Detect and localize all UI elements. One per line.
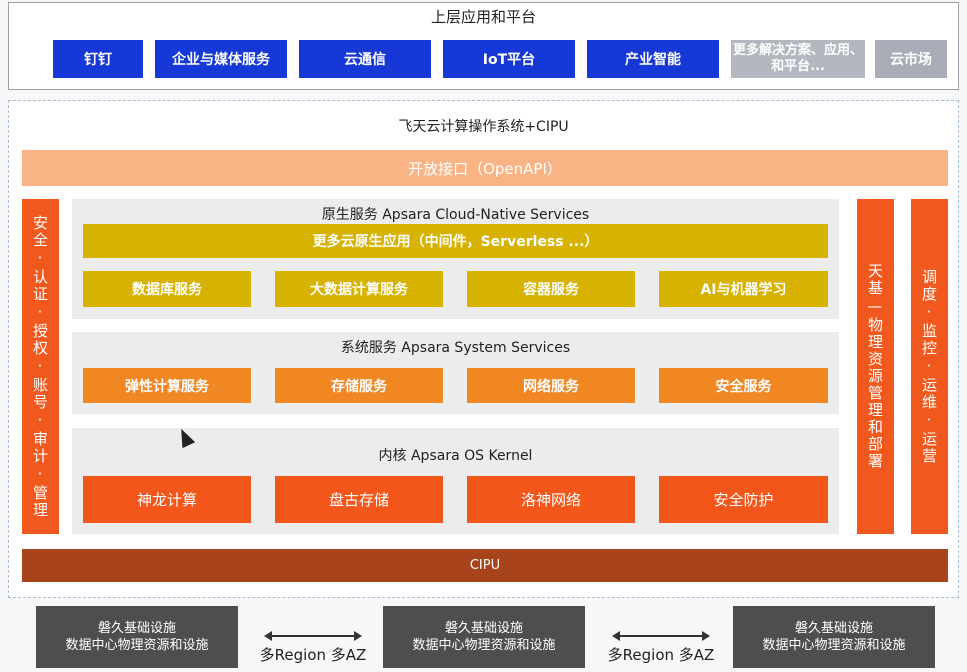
double-arrow-right-icon [702,631,710,641]
top-item-iot[interactable]: IoT平台 [443,40,575,78]
top-item-more[interactable]: 更多解决方案、应用、和平台... [731,40,865,78]
double-arrow-line [618,635,704,637]
tianji-vertical-bar[interactable]: 天基—物理资源管理和部署 [857,199,894,534]
top-item-marketplace[interactable]: 云市场 [875,40,947,78]
native-services-title: 原生服务 Apsara Cloud-Native Services [321,207,590,223]
kernel-item-luoshen[interactable]: 洛神网络 [467,476,635,523]
native-item-bigdata[interactable]: 大数据计算服务 [275,271,443,307]
os-title: 飞天云计算操作系统+CIPU [398,119,569,135]
infra-box-1: 磐久基础设施 数据中心物理资源和设施 [36,606,238,668]
region-az-label: 多Region 多AZ [259,646,367,664]
infra-line-1: 磐久基础设施 [444,621,523,636]
top-item-enterprise-media[interactable]: 企业与媒体服务 [155,40,287,78]
top-item-dingtalk[interactable]: 钉钉 [53,40,143,78]
more-cloud-native-bar[interactable]: 更多云原生应用（中间件，Serverless ...） [83,224,828,258]
double-arrow-left-icon [264,631,272,641]
system-item-storage[interactable]: 存储服务 [275,368,443,403]
kernel-item-shenlong[interactable]: 神龙计算 [83,476,251,523]
system-item-ecs[interactable]: 弹性计算服务 [83,368,251,403]
double-arrow-line [270,635,356,637]
top-item-cloud-comm[interactable]: 云通信 [299,40,431,78]
native-item-database[interactable]: 数据库服务 [83,271,251,307]
native-item-ai[interactable]: AI与机器学习 [659,271,828,307]
infra-line-1: 磐久基础设施 [794,621,873,636]
infra-box-2: 磐久基础设施 数据中心物理资源和设施 [383,606,585,668]
system-item-security[interactable]: 安全服务 [659,368,828,403]
system-item-network[interactable]: 网络服务 [467,368,635,403]
infra-line-2: 数据中心物理资源和设施 [762,638,906,653]
kernel-item-security[interactable]: 安全防护 [659,476,828,523]
native-item-container[interactable]: 容器服务 [467,271,635,307]
system-services-title: 系统服务 Apsara System Services [340,340,571,356]
infra-line-2: 数据中心物理资源和设施 [65,638,209,653]
kernel-title: 内核 Apsara OS Kernel [378,448,533,464]
cipu-bar[interactable]: CIPU [22,549,948,582]
ops-vertical-bar[interactable]: 调度·监控·运维·运营 [911,199,948,534]
top-layer-title: 上层应用和平台 [430,8,536,26]
infra-line-2: 数据中心物理资源和设施 [412,638,556,653]
kernel-item-pangu[interactable]: 盘古存储 [275,476,443,523]
double-arrow-right-icon [354,631,362,641]
openapi-bar[interactable]: 开放接口（OpenAPI） [22,150,948,186]
double-arrow-left-icon [612,631,620,641]
infra-box-3: 磐久基础设施 数据中心物理资源和设施 [733,606,935,668]
region-az-label: 多Region 多AZ [607,646,715,664]
infra-line-1: 磐久基础设施 [97,621,176,636]
top-item-industry-ai[interactable]: 产业智能 [587,40,719,78]
security-vertical-bar[interactable]: 安全·认证·授权·账号·审计·管理 [22,199,59,534]
